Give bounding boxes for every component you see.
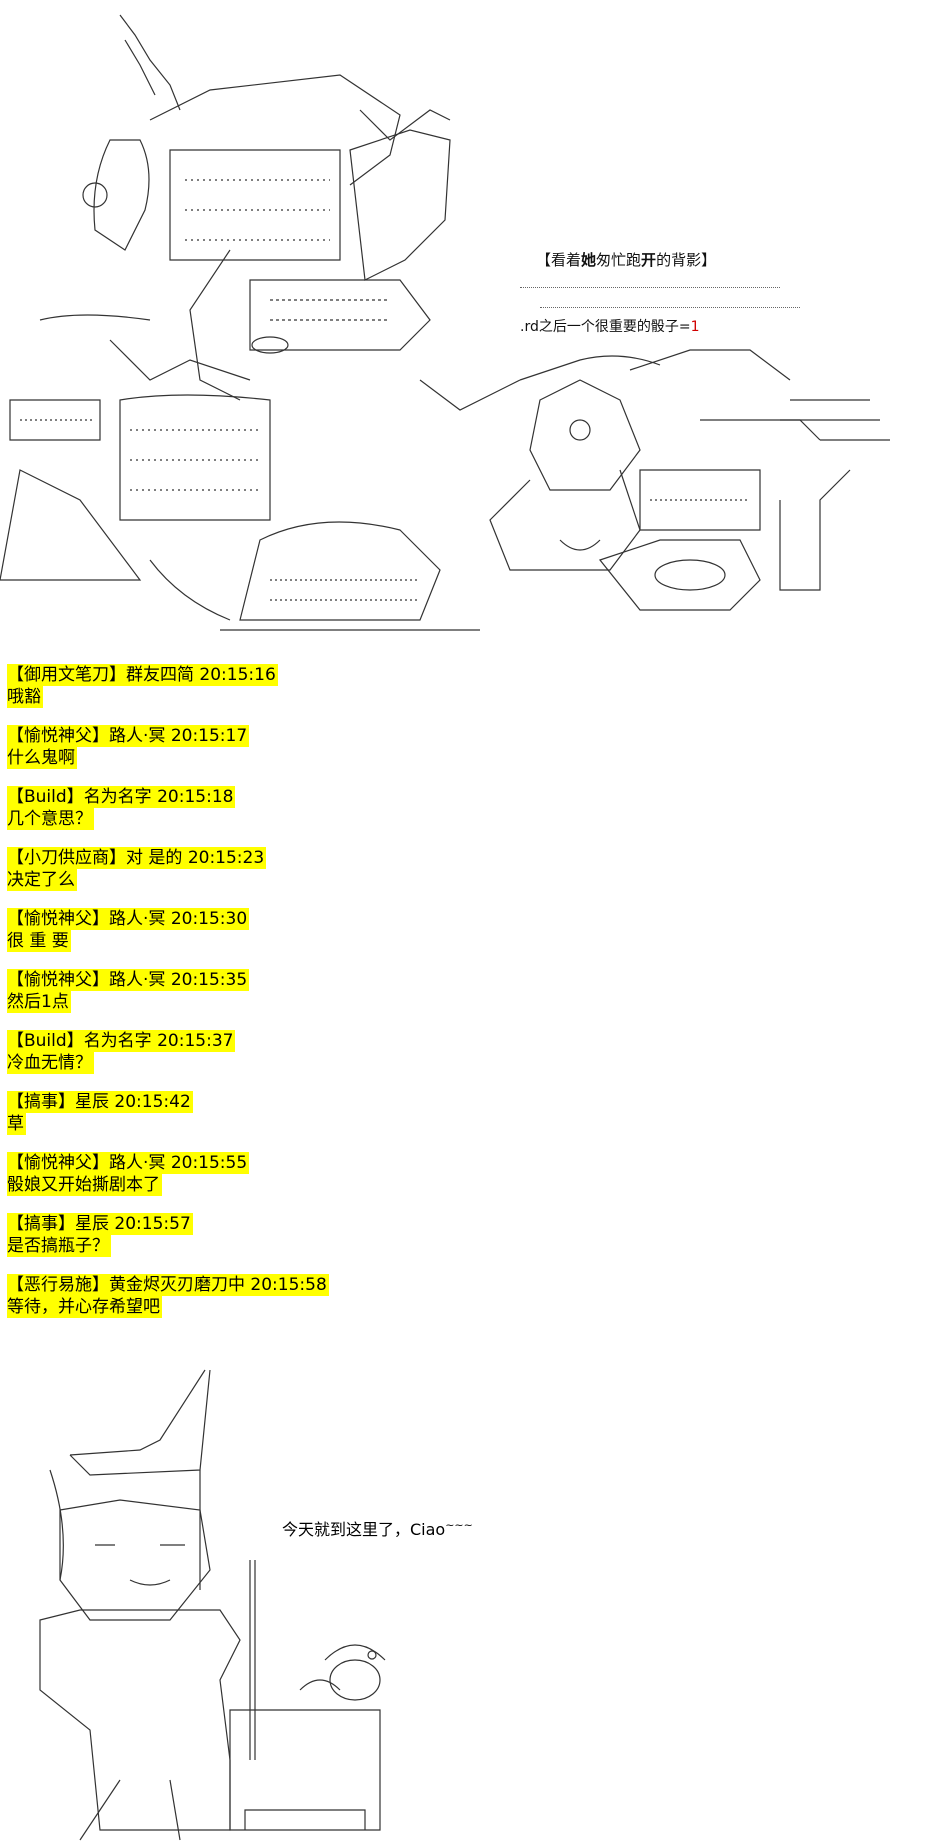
- chat-text: 骰娘又开始撕剧本了: [7, 1174, 162, 1196]
- chat-message: 【愉悦神父】路人·冥 20:15:35 然后1点: [7, 969, 607, 1013]
- chat-header: 【Build】名为名字 20:15:37: [7, 1030, 236, 1052]
- group-tag: 【小刀供应商】: [7, 848, 126, 868]
- timestamp: 20:15:30: [170, 909, 248, 929]
- chat-header: 【御用文笔刀】群友四简 20:15:16: [7, 664, 278, 686]
- chat-header: 【Build】名为名字 20:15:18: [7, 786, 236, 808]
- group-tag: 【恶行易施】: [7, 1275, 109, 1295]
- caption-1-bold2: 开: [641, 251, 657, 269]
- chat-message: 【御用文笔刀】群友四简 20:15:16 哦豁: [7, 664, 607, 708]
- timestamp: 20:15:18: [157, 787, 234, 807]
- user-name: 群友四简: [126, 665, 194, 685]
- caption-1-start: 【看着: [536, 251, 582, 269]
- user-name: 黄金烬灭刃磨刀中: [109, 1275, 245, 1295]
- group-tag: 【御用文笔刀】: [7, 665, 126, 685]
- caption-1-end: 的背影】: [656, 251, 717, 269]
- closing-suffix: ~~~: [445, 1518, 473, 1532]
- chat-message: 【愉悦神父】路人·冥 20:15:17 什么鬼啊: [7, 725, 607, 769]
- scene-caption-2: .rd之后一个很重要的骰子=1: [520, 316, 700, 336]
- scene-bottom-illustration: [39, 1369, 386, 1841]
- caption-1-mid: 匆忙跑: [596, 251, 642, 269]
- chat-message: 【Build】名为名字 20:15:37 冷血无情？: [7, 1030, 607, 1074]
- chat-text: 然后1点: [7, 991, 71, 1013]
- chat-message: 【愉悦神父】路人·冥 20:15:55 骰娘又开始撕剧本了: [7, 1152, 607, 1196]
- chat-text: 是否搞瓶子？: [7, 1235, 111, 1257]
- closing-text: 今天就到这里了，Ciao~~~: [282, 1516, 473, 1540]
- chat-text: 草: [7, 1113, 26, 1135]
- chat-text: 决定了么: [7, 869, 77, 891]
- chat-message: 【搞事】星辰 20:15:42 草: [7, 1091, 607, 1135]
- ascii-art-scene-bottom: [0, 1360, 943, 1841]
- timestamp: 20:15:23: [187, 848, 265, 868]
- chat-message: 【搞事】星辰 20:15:57 是否搞瓶子？: [7, 1213, 607, 1257]
- chat-message: 【愉悦神父】路人·冥 20:15:30 很 重 要: [7, 908, 607, 952]
- chat-header: 【愉悦神父】路人·冥 20:15:30: [7, 908, 250, 930]
- timestamp: 20:15:58: [250, 1275, 327, 1295]
- user-name: 对 是的: [126, 848, 183, 868]
- caption-2-prefix: .rd之后一个很重要的骰子=: [520, 319, 691, 335]
- timestamp: 20:15:57: [114, 1214, 191, 1234]
- chat-header: 【愉悦神父】路人·冥 20:15:17: [7, 725, 250, 747]
- chat-header: 【愉悦神父】路人·冥 20:15:35: [7, 969, 250, 991]
- timestamp: 20:15:42: [114, 1092, 191, 1112]
- chat-message: 【小刀供应商】对 是的 20:15:23 决定了么: [7, 847, 607, 891]
- ascii-art-scene-top: [0, 0, 943, 650]
- user-name: 路人·冥: [109, 1153, 166, 1173]
- chat-header: 【小刀供应商】对 是的 20:15:23: [7, 847, 267, 869]
- chat-text: 很 重 要: [7, 930, 71, 952]
- chat-text: 几个意思？: [7, 808, 94, 830]
- chat-message: 【Build】名为名字 20:15:18 几个意思？: [7, 786, 607, 830]
- user-name: 星辰: [75, 1092, 109, 1112]
- group-tag: 【Build】: [7, 787, 84, 807]
- group-tag: 【愉悦神父】: [7, 1153, 109, 1173]
- group-tag: 【愉悦神父】: [7, 909, 109, 929]
- group-tag: 【愉悦神父】: [7, 970, 109, 990]
- scene-caption-1: 【看着她匆忙跑开的背影】: [536, 249, 716, 270]
- chat-header: 【搞事】星辰 20:15:42: [7, 1091, 193, 1113]
- caption-dotted-line-1: [520, 287, 780, 288]
- user-name: 名为名字: [83, 1031, 152, 1051]
- chat-header: 【恶行易施】黄金烬灭刃磨刀中 20:15:58: [7, 1274, 329, 1296]
- user-name: 名为名字: [83, 787, 152, 807]
- chat-text: 什么鬼啊: [7, 747, 77, 769]
- caption-dotted-line-2: [540, 307, 800, 308]
- user-name: 路人·冥: [109, 726, 166, 746]
- caption-1-bold: 她: [581, 251, 597, 269]
- user-name: 星辰: [75, 1214, 109, 1234]
- dice-result: 1: [690, 319, 700, 335]
- chat-message: 【恶行易施】黄金烬灭刃磨刀中 20:15:58 等待，并心存希望吧: [7, 1274, 607, 1318]
- closing-message: 今天就到这里了，Ciao: [282, 1520, 446, 1539]
- group-tag: 【搞事】: [7, 1092, 75, 1112]
- timestamp: 20:15:16: [199, 665, 276, 685]
- chat-header: 【搞事】星辰 20:15:57: [7, 1213, 193, 1235]
- chat-header: 【愉悦神父】路人·冥 20:15:55: [7, 1152, 250, 1174]
- group-tag: 【Build】: [7, 1031, 84, 1051]
- group-tag: 【搞事】: [7, 1214, 75, 1234]
- timestamp: 20:15:37: [157, 1031, 234, 1051]
- user-name: 路人·冥: [109, 909, 166, 929]
- group-tag: 【愉悦神父】: [7, 726, 109, 746]
- chat-text: 等待，并心存希望吧: [7, 1296, 162, 1318]
- timestamp: 20:15:55: [170, 1153, 248, 1173]
- chat-text: 哦豁: [7, 686, 43, 708]
- timestamp: 20:15:35: [170, 970, 248, 990]
- timestamp: 20:15:17: [170, 726, 248, 746]
- user-name: 路人·冥: [109, 970, 166, 990]
- chat-log: 【御用文笔刀】群友四简 20:15:16 哦豁 【愉悦神父】路人·冥 20:15…: [7, 664, 607, 1335]
- chat-text: 冷血无情？: [7, 1052, 94, 1074]
- scene-top-illustration: [0, 14, 890, 631]
